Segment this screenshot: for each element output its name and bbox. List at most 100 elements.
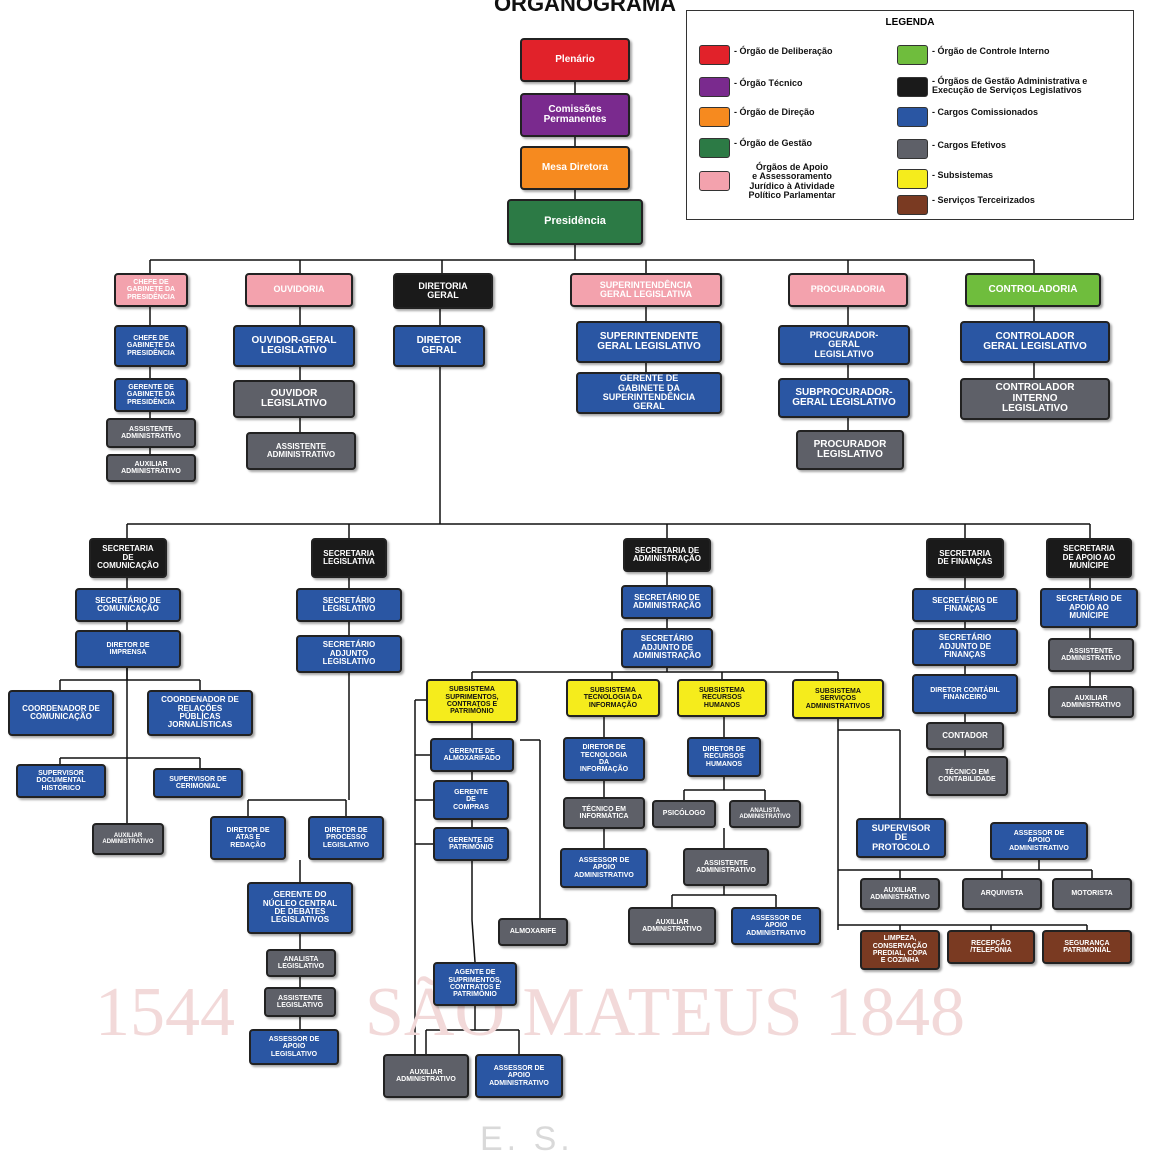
box-contador: CONTADOR <box>926 722 1004 750</box>
watermark-name: SÃO MATEUS <box>365 974 803 1051</box>
legend-title: LEGENDA <box>885 17 935 28</box>
legend-label: Órgãos de Apoio e Assessoramento Jurídic… <box>748 162 836 201</box>
box-tecnico-cont: TÉCNICO EM CONTABILIDADE <box>926 756 1008 796</box>
box-ouvidor-geral: OUVIDOR-GERAL LEGISLATIVO <box>233 325 355 367</box>
box-coord-rel: COORDENADOR DE RELAÇÕES PÚBLICAS JORNALÍ… <box>147 690 253 736</box>
box-assessor-serv: ASSESSOR DE APOIO ADMINISTRATIVO <box>990 822 1088 860</box>
box-sup-doc: SUPERVISOR DOCUMENTAL HISTÓRICO <box>16 764 106 798</box>
box-secretario-apoio: SECRETÁRIO DE APOIO AO MUNÍCIPE <box>1040 588 1138 628</box>
box-superintendencia: SUPERINTENDÊNCIA GERAL LEGISLATIVA <box>570 273 722 307</box>
box-aux-adm-com: AUXILIAR ADMINISTRATIVO <box>92 823 164 855</box>
box-assessor-rh: ASSESSOR DE APOIO ADMINISTRATIVO <box>731 907 821 945</box>
box-diretor-contabil: DIRETOR CONTÁBIL FINANCEIRO <box>912 674 1018 714</box>
legend-label: - Serviços Terceirizados <box>932 195 1035 205</box>
box-comissoes: Comissões Permanentes <box>520 93 630 137</box>
box-controladoria: CONTROLADORIA <box>965 273 1101 307</box>
box-assessor-apoio-leg: ASSESSOR DE APOIO LEGISLATIVO <box>249 1029 339 1065</box>
legend-swatch <box>897 107 928 127</box>
box-secretario-fin: SECRETÁRIO DE FINANÇAS <box>912 588 1018 622</box>
box-sec-legislativa: SECRETARIA LEGISLATIVA <box>311 538 387 578</box>
box-controlador-interno: CONTROLADOR INTERNO LEGISLATIVO <box>960 378 1110 420</box>
box-coord-com: COORDENADOR DE COMUNICAÇÃO <box>8 690 114 736</box>
box-gerente-nucleo: GERENTE DO NÚCLEO CENTRAL DE DEBATES LEG… <box>247 882 353 934</box>
box-assist-adm-mun: ASSISTENTE ADMINISTRATIVO <box>1048 638 1134 672</box>
box-sup-protocolo: SUPERVISOR DE PROTOCOLO <box>856 818 946 858</box>
box-assist-adm-2: ASSISTENTE ADMINISTRATIVO <box>246 432 356 470</box>
box-aux-adm-mun: AUXILIAR ADMINISTRATIVO <box>1048 686 1134 718</box>
box-aux-adm-1: AUXILIAR ADMINISTRATIVO <box>106 454 196 482</box>
box-assessor-apoio-sup: ASSESSOR DE APOIO ADMINISTRATIVO <box>475 1054 563 1098</box>
box-aux-adm-serv: AUXILIAR ADMINISTRATIVO <box>860 878 940 910</box>
box-secretario-leg: SECRETÁRIO LEGISLATIVO <box>296 588 402 622</box>
box-chefe-gab-cargo: CHEFE DE GABINETE DA PRESIDÊNCIA <box>114 325 188 367</box>
box-tecnico-info: TÉCNICO EM INFORMÁTICA <box>563 797 645 829</box>
legend-label: - Órgão de Direção <box>734 107 815 117</box>
legend-swatch <box>699 107 730 127</box>
box-secretario-adj-leg: SECRETÁRIO ADJUNTO LEGISLATIVO <box>296 635 402 673</box>
box-presidencia: Presidência <box>507 199 643 245</box>
box-sub-ti: SUBSISTEMA TECNOLOGIA DA INFORMAÇÃO <box>566 679 660 717</box>
box-plenario: Plenário <box>520 38 630 82</box>
box-assessor-ti: ASSESSOR DE APOIO ADMINISTRATIVO <box>560 848 648 888</box>
legend-swatch <box>699 77 730 97</box>
legend-label: - Órgãos de Gestão Administrativa e Exec… <box>932 76 1088 96</box>
box-sec-apoio-mun: SECRETARIA DE APOIO AO MUNÍCIPE <box>1046 538 1132 578</box>
box-ouvidor-leg: OUVIDOR LEGISLATIVO <box>233 380 355 418</box>
box-procuradoria: PROCURADORIA <box>788 273 908 307</box>
legend-swatch <box>699 45 730 65</box>
box-assist-leg: ASSISTENTE LEGISLATIVO <box>264 987 336 1017</box>
box-procurador-geral: PROCURADOR- GERAL LEGISLATIVO <box>778 325 910 365</box>
box-almoxarife: ALMOXARIFE <box>498 918 568 946</box>
box-secretario-adm: SECRETÁRIO DE ADMINISTRAÇÃO <box>621 585 713 619</box>
box-assist-adm-rh: ASSISTENTE ADMINISTRATIVO <box>683 848 769 886</box>
legend-swatch <box>897 77 928 97</box>
box-sup-cer: SUPERVISOR DE CERIMONIAL <box>153 768 243 798</box>
box-sub-rh: SUBSISTEMA RECURSOS HUMANOS <box>677 679 767 717</box>
legend-swatch <box>897 139 928 159</box>
box-procurador-leg: PROCURADOR LEGISLATIVO <box>796 430 904 470</box>
box-diretor-rh: DIRETOR DE RECURSOS HUMANOS <box>687 737 761 777</box>
legend-label: - Órgão de Deliberação <box>734 46 833 56</box>
box-analista-adm: ANALISTA ADMINISTRATIVO <box>729 800 801 828</box>
legend: LEGENDA - Órgão de Deliberação - Órgão Té… <box>686 10 1134 220</box>
legend-label: - Órgão de Gestão <box>734 138 813 148</box>
box-gerente-compras: GERENTE DE COMPRAS <box>433 780 509 820</box>
box-sub-servicos: SUBSISTEMA SERVIÇOS ADMINISTRATIVOS <box>792 679 884 719</box>
legend-swatch <box>699 138 730 158</box>
box-motorista: MOTORISTA <box>1052 878 1132 910</box>
box-diretor-atas: DIRETOR DE ATAS E REDAÇÃO <box>210 816 286 860</box>
watermark: 1544 SÃO MATEUS 1848 <box>95 955 995 1065</box>
box-diretoria-geral: DIRETORIA GERAL <box>393 273 493 309</box>
watermark-left-year: 1544 <box>95 974 235 1051</box>
box-subprocurador: SUBPROCURADOR- GERAL LEGISLATIVO <box>778 378 910 418</box>
box-diretor-ti: DIRETOR DE TECNOLOGIA DA INFORMAÇÃO <box>563 737 645 781</box>
box-sec-financas: SECRETARIA DE FINANÇAS <box>926 538 1004 578</box>
box-ouvidoria: OUVIDORIA <box>245 273 353 307</box>
box-seguranca: SEGURANÇA PATRIMONIAL <box>1042 930 1132 964</box>
legend-label: - Cargos Efetivos <box>932 140 1007 150</box>
box-gerente-gab: GERENTE DE GABINETE DA PRESIDÊNCIA <box>114 378 188 412</box>
box-controlador-geral: CONTROLADOR GERAL LEGISLATIVO <box>960 321 1110 363</box>
legend-label: - Órgão de Controle Interno <box>932 46 1050 56</box>
legend-swatch <box>897 195 928 215</box>
box-mesa: Mesa Diretora <box>520 146 630 190</box>
legend-label: - Cargos Comissionados <box>932 107 1039 117</box>
legend-label: - Órgão Técnico <box>734 78 803 88</box>
box-analista-leg: ANALISTA LEGISLATIVO <box>266 949 336 977</box>
legend-swatch <box>897 45 928 65</box>
box-secretario-adj-adm: SECRETÁRIO ADJUNTO DE ADMINISTRAÇÃO <box>621 628 713 668</box>
box-secretario-com: SECRETÁRIO DE COMUNICAÇÃO <box>75 588 181 622</box>
box-secretario-adj-fin: SECRETÁRIO ADJUNTO DE FINANÇAS <box>912 628 1018 666</box>
box-gerente-gab-super: GERENTE DE GABINETE DA SUPERINTENDÊNCIA … <box>576 372 722 414</box>
box-diretor-imprensa: DIRETOR DE IMPRENSA <box>75 630 181 668</box>
legend-swatch <box>897 169 928 189</box>
box-superintendente: SUPERINTENDENTE GERAL LEGISLATIVO <box>576 321 722 363</box>
box-aux-adm-sup: AUXILIAR ADMINISTRATIVO <box>383 1054 469 1098</box>
box-agente-sup: AGENTE DE SUPRIMENTOS, CONTRATOS E PATRI… <box>433 962 517 1006</box>
box-diretor-processo: DIRETOR DE PROCESSO LEGISLATIVO <box>308 816 384 860</box>
page-title: ORGANOGRAMA <box>493 0 677 16</box>
box-recepcao: RECEPÇÃO /TELEFONIA <box>947 930 1035 964</box>
box-assist-adm-1: ASSISTENTE ADMINISTRATIVO <box>106 418 196 448</box>
